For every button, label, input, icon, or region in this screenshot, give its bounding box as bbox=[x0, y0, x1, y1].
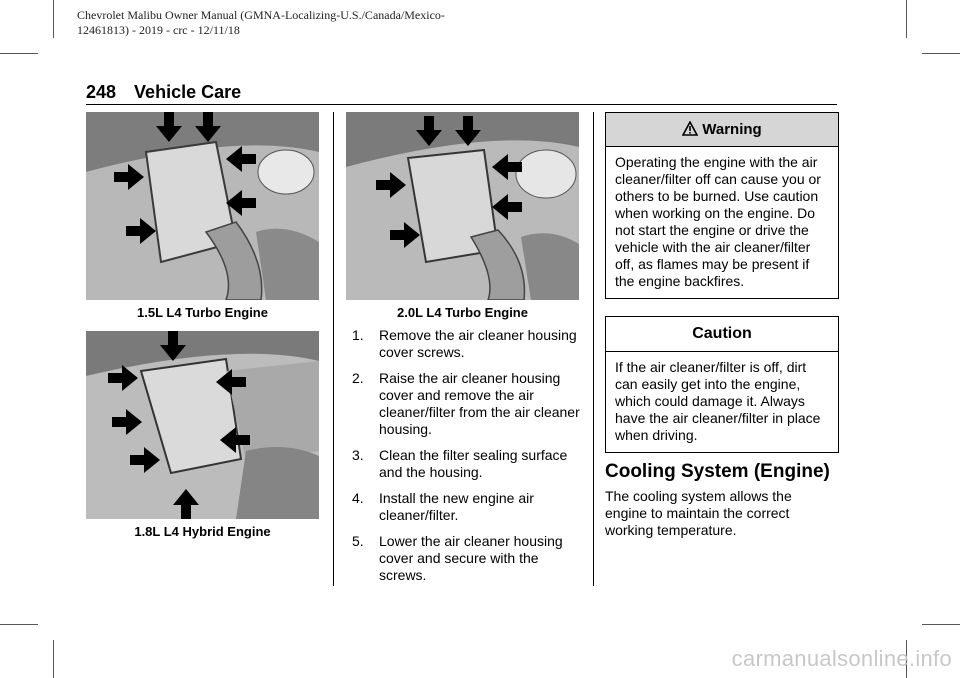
caption-1-5l: 1.5L L4 Turbo Engine bbox=[137, 305, 268, 320]
procedure-steps: 1. Remove the air cleaner housing cover s… bbox=[352, 327, 580, 593]
warning-header: Warning bbox=[606, 113, 838, 147]
step-text: Raise the air cleaner housing cover and … bbox=[379, 370, 580, 437]
crop-mark bbox=[906, 640, 907, 678]
step-number: 2. bbox=[352, 370, 364, 386]
page-heading: 248 Vehicle Care bbox=[86, 82, 241, 103]
arrow-icon bbox=[226, 146, 256, 172]
arrow-icon bbox=[455, 116, 481, 146]
header-line-1: Chevrolet Malibu Owner Manual (GMNA-Loca… bbox=[77, 8, 445, 22]
arrow-icon bbox=[220, 427, 250, 453]
page-number: 248 bbox=[86, 82, 117, 102]
step-number: 1. bbox=[352, 327, 364, 343]
header-line-2: 12461813) - 2019 - crc - 12/11/18 bbox=[77, 23, 240, 37]
arrow-icon bbox=[416, 116, 442, 146]
crop-mark bbox=[0, 53, 38, 54]
arrow-icon bbox=[112, 409, 142, 435]
arrow-icon bbox=[390, 222, 420, 248]
step-text: Clean the filter sealing surface and the… bbox=[379, 447, 568, 480]
arrow-icon bbox=[226, 190, 256, 216]
crop-mark bbox=[53, 640, 54, 678]
column-divider bbox=[333, 112, 334, 586]
warning-icon bbox=[681, 120, 699, 136]
arrow-icon bbox=[173, 489, 199, 519]
arrow-icon bbox=[492, 154, 522, 180]
watermark: carmanualsonline.info bbox=[731, 646, 952, 671]
list-item: 2. Raise the air cleaner housing cover an… bbox=[352, 370, 580, 438]
caution-title: Caution bbox=[606, 317, 838, 352]
crop-mark bbox=[0, 624, 38, 625]
arrow-icon bbox=[114, 164, 144, 190]
step-text: Remove the air cleaner housing cover scr… bbox=[379, 327, 577, 360]
arrow-icon bbox=[216, 369, 246, 395]
crop-mark bbox=[906, 0, 907, 38]
step-text: Install the new engine air cleaner/filte… bbox=[379, 490, 534, 523]
list-item: 3. Clean the filter sealing surface and t… bbox=[352, 447, 580, 481]
page-title: Vehicle Care bbox=[134, 82, 242, 102]
warning-text: Operating the engine with the air cleane… bbox=[615, 154, 821, 289]
engine-photo-2-0l bbox=[346, 112, 579, 300]
caption-1-8l: 1.8L L4 Hybrid Engine bbox=[134, 524, 271, 539]
arrow-icon bbox=[160, 331, 186, 361]
arrow-icon bbox=[130, 447, 160, 473]
arrow-icon bbox=[156, 112, 182, 142]
document-header: Chevrolet Malibu Owner Manual (GMNA-Loca… bbox=[77, 8, 537, 38]
caution-box: Caution If the air cleaner/filter is off… bbox=[605, 316, 839, 453]
step-text: Lower the air cleaner housing cover and … bbox=[379, 533, 563, 583]
cooling-paragraph: The cooling system allows the engine to … bbox=[605, 488, 792, 538]
step-number: 3. bbox=[352, 447, 364, 463]
crop-mark bbox=[922, 53, 960, 54]
section-title-cooling: Cooling System (Engine) bbox=[605, 461, 830, 482]
arrow-icon bbox=[195, 112, 221, 142]
engine-photo-1-8l bbox=[86, 331, 319, 519]
arrow-icon bbox=[108, 365, 138, 391]
arrow-icon bbox=[492, 194, 522, 220]
list-item: 1. Remove the air cleaner housing cover s… bbox=[352, 327, 580, 361]
column-divider bbox=[593, 112, 594, 586]
crop-mark bbox=[53, 0, 54, 38]
caption-2-0l: 2.0L L4 Turbo Engine bbox=[397, 305, 528, 320]
crop-mark bbox=[922, 624, 960, 625]
step-number: 4. bbox=[352, 490, 364, 506]
warning-box: Warning Operating the engine with the ai… bbox=[605, 112, 839, 299]
arrow-icon bbox=[376, 172, 406, 198]
engine-photo-1-5l bbox=[86, 112, 319, 300]
warning-title: Warning bbox=[702, 121, 762, 138]
step-number: 5. bbox=[352, 533, 364, 549]
list-item: 5. Lower the air cleaner housing cover an… bbox=[352, 533, 580, 584]
heading-rule bbox=[86, 104, 837, 105]
arrow-icon bbox=[126, 218, 156, 244]
caution-text: If the air cleaner/filter is off, dirt c… bbox=[615, 359, 821, 443]
list-item: 4. Install the new engine air cleaner/fil… bbox=[352, 490, 580, 524]
